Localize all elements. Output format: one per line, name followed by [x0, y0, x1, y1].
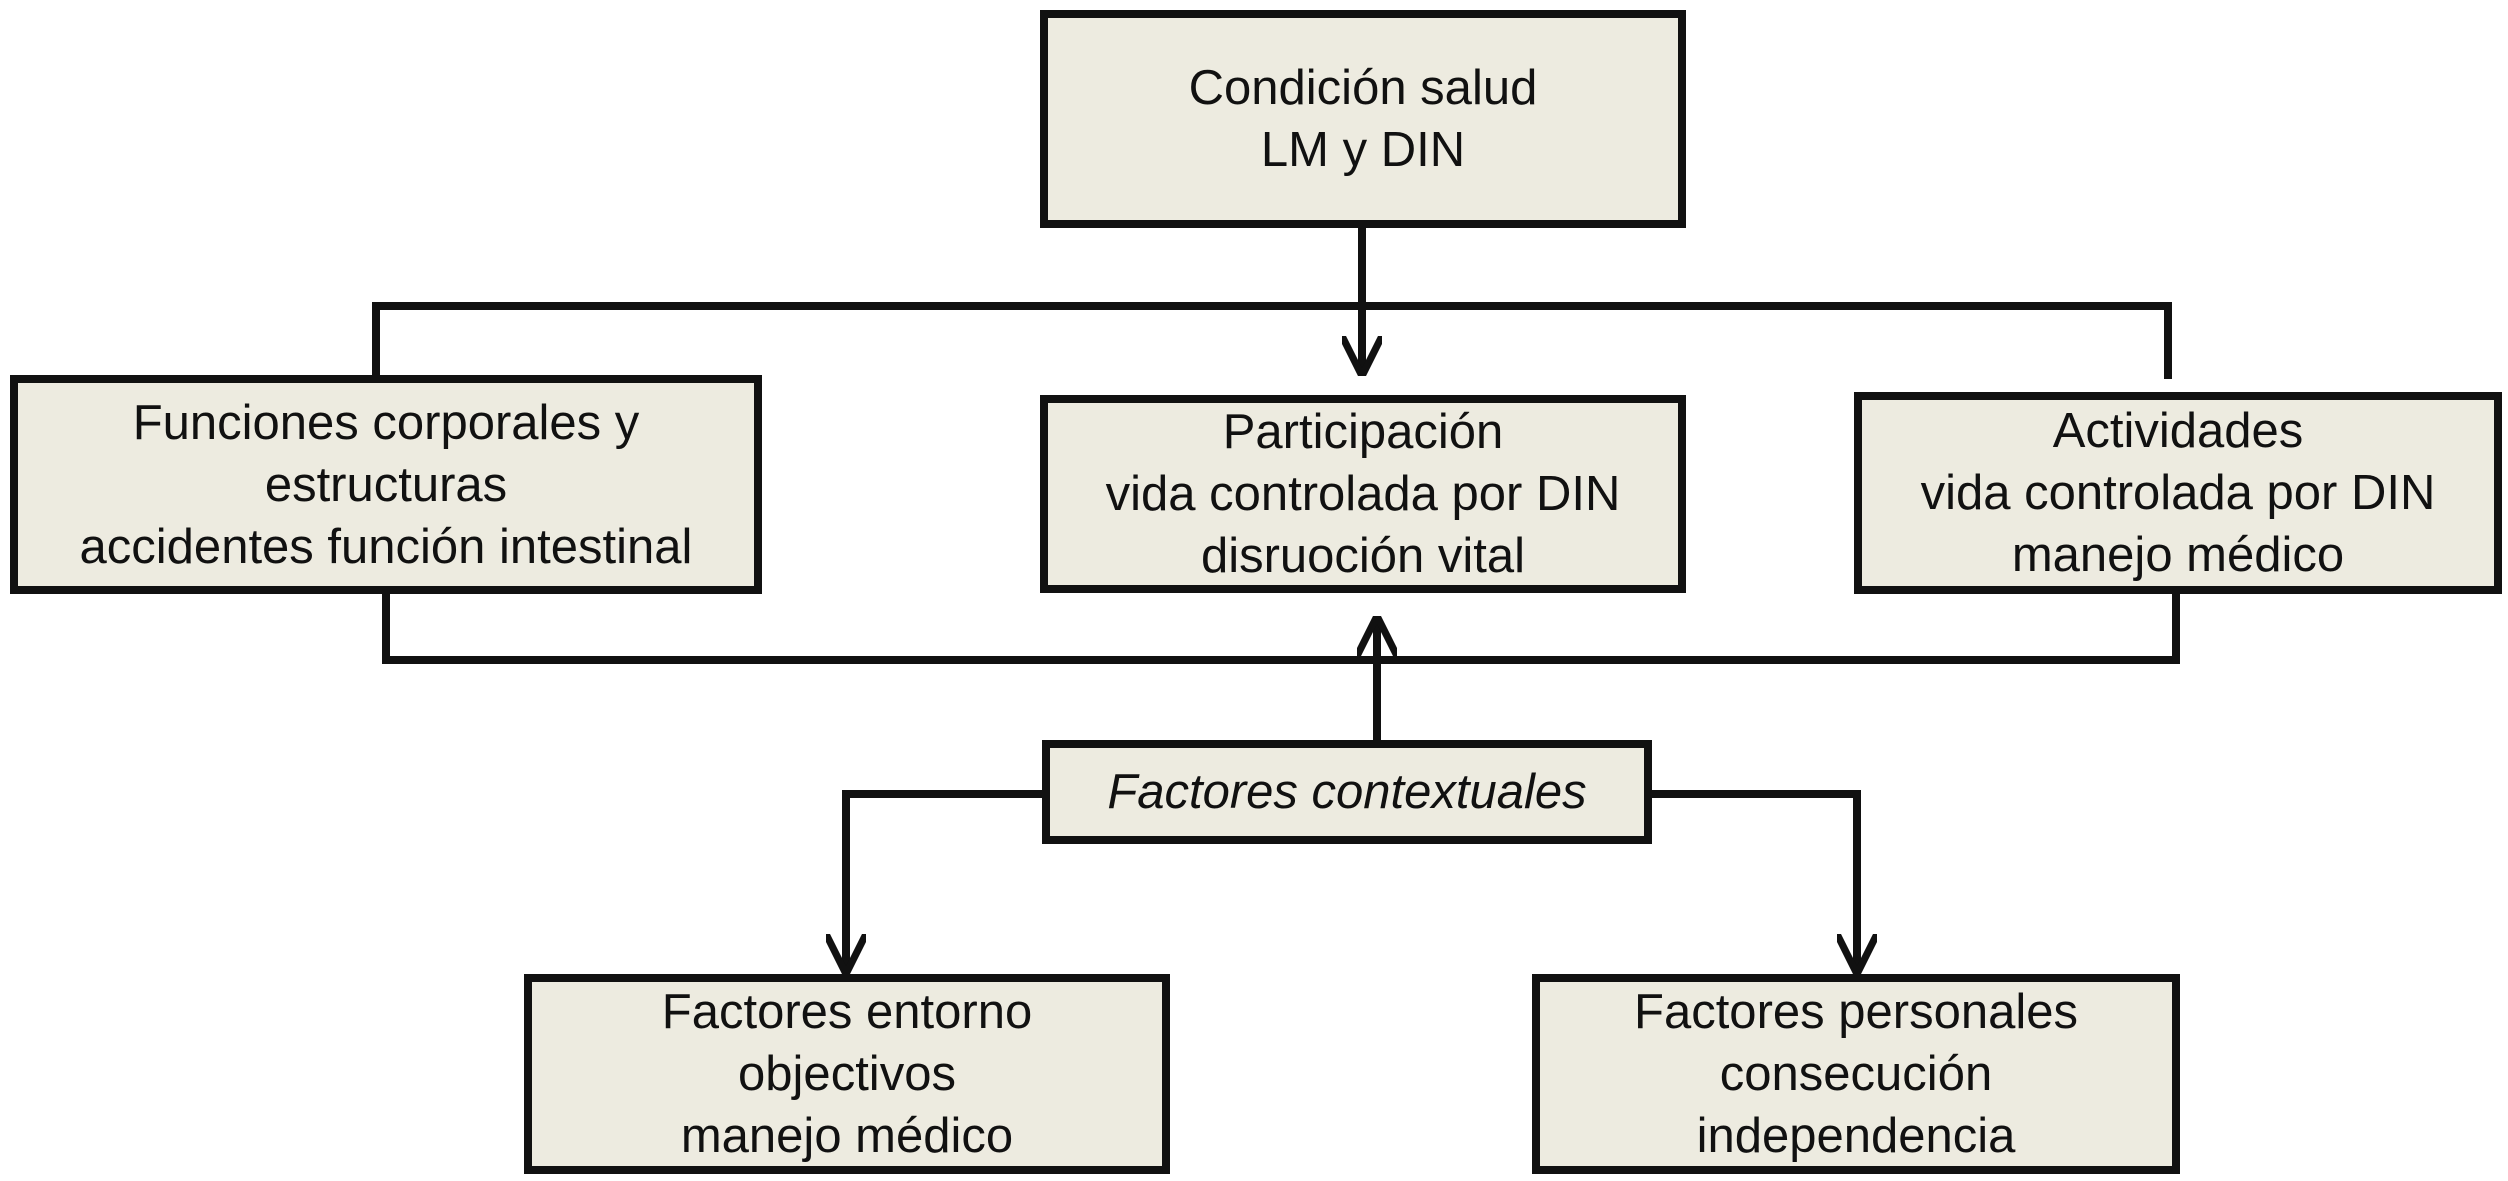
participation-detail-2: disruoción vital	[1200, 529, 1526, 583]
activities-title: Actividades	[2052, 404, 2304, 458]
activities-box: Actividades vida controlada por DIN mane…	[1854, 392, 2502, 594]
health-condition-box: Condición salud LM y DIN	[1040, 10, 1686, 228]
environmental-factors-box: Factores entorno objectivos manejo médic…	[524, 974, 1170, 1174]
health-condition-detail: LM y DIN	[1260, 123, 1466, 177]
environmental-factors-detail-1: objectivos	[738, 1047, 956, 1101]
environmental-factors-title: Factores entorno	[661, 985, 1033, 1039]
personal-factors-box: Factores personales consecución independ…	[1532, 974, 2180, 1174]
activities-detail-1: vida controlada por DIN	[1920, 466, 2436, 520]
activities-detail-2: manejo médico	[2011, 528, 2345, 582]
personal-factors-title: Factores personales	[1634, 985, 2078, 1039]
top-bracket-line	[372, 302, 2172, 379]
participation-detail-1: vida controlada por DIN	[1105, 467, 1621, 521]
contextual-factors-box: Factores contextuales	[1042, 740, 1652, 844]
participation-box: Participación vida controlada por DIN di…	[1040, 395, 1686, 593]
bottom-bracket-line	[382, 590, 2180, 664]
body-functions-title: Funciones corporales y	[132, 395, 640, 450]
contextual-factors-title: Factores contextuales	[1107, 765, 1587, 819]
health-condition-title: Condición salud	[1188, 61, 1538, 115]
personal-factors-detail-1: consecución	[1719, 1047, 1993, 1101]
environmental-factors-detail-2: manejo médico	[680, 1109, 1014, 1163]
personal-factors-detail-2: independencia	[1696, 1109, 2016, 1163]
body-functions-title-cont: estructuras	[264, 457, 508, 512]
body-functions-detail: accidentes función intestinal	[79, 519, 693, 574]
arrow-context-to-environment	[846, 790, 1046, 974]
arrow-context-to-personal	[1648, 790, 1857, 974]
body-functions-box: Funciones corporales y estructuras accid…	[10, 375, 762, 594]
participation-title: Participación	[1222, 405, 1504, 459]
